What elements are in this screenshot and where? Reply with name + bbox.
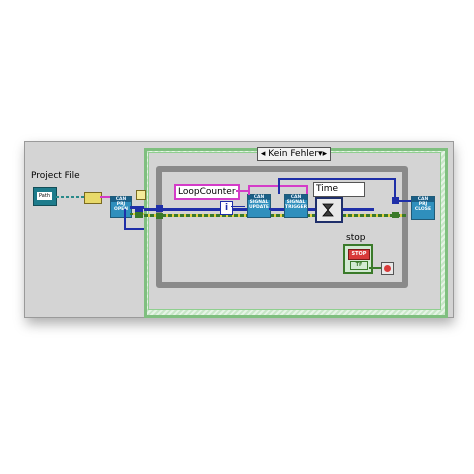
iteration-wire (231, 206, 245, 207)
node-open-line1: CAN (111, 197, 131, 202)
node-update-line1: CAN (248, 195, 270, 200)
case-selector[interactable]: ◂ Kein Fehler▾▸ (257, 147, 331, 161)
reference-wire-top (278, 178, 396, 180)
reference-wire-down (124, 209, 126, 229)
loop-exit-tunnel-error (392, 212, 399, 218)
loop-condition-terminal[interactable] (381, 262, 394, 275)
node-close-line2: PRJ (418, 202, 428, 207)
time-delay-label: Time Delay (313, 182, 365, 207)
case-selector-left-arrow[interactable]: ◂ (260, 149, 269, 159)
node-trigger-line3: TRIGGER (285, 205, 308, 210)
stop-condition-icon (384, 265, 391, 272)
path-constant: Path (37, 192, 52, 200)
node-close-line3: CLOSE (414, 207, 432, 212)
case-tunnel-error (135, 212, 143, 218)
can-prj-open-node[interactable]: CAN PRJ OPEN (110, 196, 132, 218)
iteration-terminal[interactable]: i (220, 201, 233, 215)
case-tunnel-reference (135, 206, 143, 214)
node-close-line1: CAN (412, 197, 434, 202)
project-file-label: Project File (31, 171, 80, 181)
node-open-line3: OPEN (114, 207, 128, 212)
stop-wire (369, 267, 381, 269)
reference-wire-right (394, 178, 396, 198)
node-update-line2: SIGNAL (249, 200, 269, 205)
loop-counter-constant[interactable]: LoopCounter (174, 184, 240, 200)
loop-counter-wire (236, 190, 248, 192)
can-signal-update-node[interactable]: CAN SIGNAL UPDATE (247, 194, 271, 218)
time-delay-express-vi[interactable] (315, 197, 343, 223)
loop-tunnel-error (156, 213, 163, 219)
stop-button-icon: STOP (348, 249, 370, 260)
reference-wire-to-close (399, 200, 411, 202)
case-tunnel-string (136, 190, 146, 200)
loop-exit-tunnel-reference (392, 197, 399, 204)
reference-wire-loop-top (278, 178, 280, 194)
stop-label: stop (346, 233, 366, 243)
path-wire (56, 196, 84, 198)
node-trigger-line2: SIGNAL (286, 200, 306, 205)
stop-button-terminal[interactable]: STOP TF (343, 244, 373, 274)
reference-wire-update-trigger (269, 208, 284, 210)
loop-tunnel-reference (156, 205, 163, 212)
signal-name-wire-trigger (306, 185, 308, 195)
path-to-string-icon[interactable] (84, 192, 102, 204)
can-signal-trigger-node[interactable]: CAN SIGNAL TRIGGER (284, 194, 308, 218)
reference-wire-bottom (124, 228, 144, 230)
project-file-control[interactable]: Path (33, 187, 57, 206)
case-selector-dropdown-icon[interactable]: ▾ (318, 149, 323, 159)
string-wire (100, 196, 110, 198)
can-prj-close-node[interactable]: CAN PRJ CLOSE (411, 196, 435, 220)
boolean-tf-label: TF (350, 261, 368, 270)
case-selector-value: Kein Fehler (268, 149, 319, 159)
signal-name-wire-update (248, 185, 250, 195)
case-selector-right-arrow[interactable]: ▸ (322, 149, 328, 159)
node-trigger-line1: CAN (285, 195, 307, 200)
reference-wire-open (130, 206, 156, 209)
hourglass-icon (322, 202, 334, 217)
node-open-line2: PRJ (116, 202, 126, 207)
node-update-line3: UPDATE (249, 205, 269, 210)
error-wire-main (144, 214, 406, 217)
